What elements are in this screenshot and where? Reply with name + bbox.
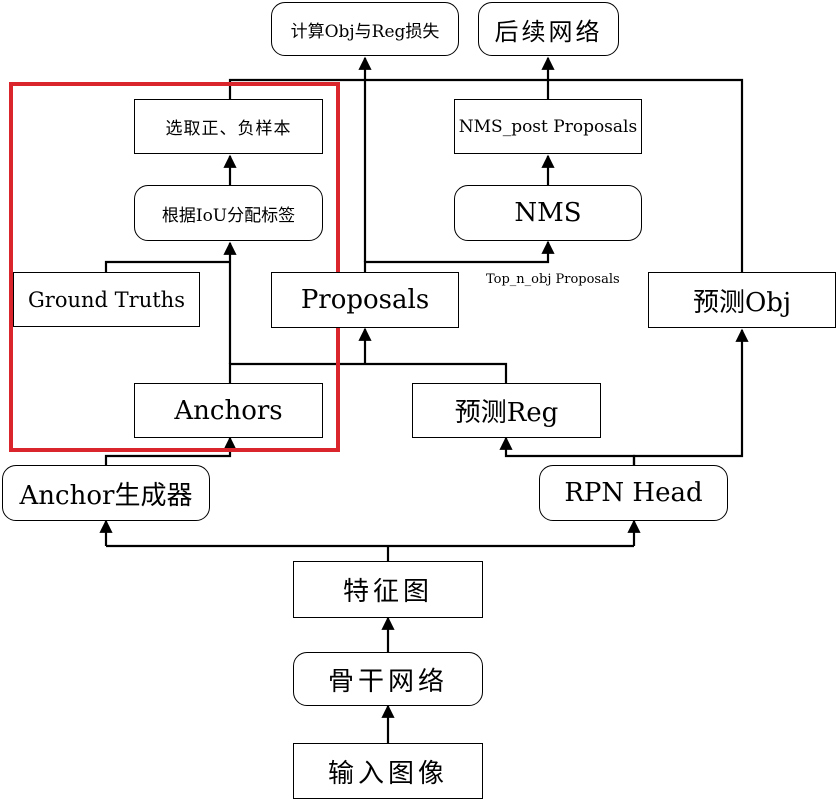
assign-labels-label: 根据IoU分配标签 [161,205,296,226]
nms-node: NMS [454,185,642,241]
next-network-node: 后续网络 [478,2,619,56]
next-network-label: 后续网络 [494,17,603,46]
pred-obj-label: 预测Obj [692,287,792,318]
input-image-label: 输入图像 [327,758,448,789]
loss-node: 计算Obj与Reg损失 [271,2,459,56]
select-samples-node: 选取正、负样本 [134,99,323,154]
nms-post-label: NMS_post Proposals [458,116,638,137]
feature-map-label: 特征图 [342,577,433,607]
anchor-generator-label: Anchor生成器 [19,480,193,511]
top-n-label: Top_n_obj Proposals [486,272,620,287]
backbone-node: 骨干网络 [293,652,483,706]
proposals-node: Proposals [271,272,459,328]
ground-truths-label: Ground Truths [28,287,185,312]
input-image-node: 输入图像 [293,743,483,799]
edge-rpn-predreg [499,436,636,465]
anchor-generator-node: Anchor生成器 [2,465,210,521]
loss-label: 计算Obj与Reg损失 [290,21,440,42]
pred-obj-node: 预测Obj [648,272,836,328]
feature-map-node: 特征图 [293,561,483,618]
edge-predobj-loss [228,78,744,272]
rpn-head-node: RPN Head [539,465,728,521]
pred-reg-node: 预测Reg [412,383,601,438]
edge-gt-assign [104,260,230,272]
edge-rpn-predobj [632,328,749,465]
backbone-label: 骨干网络 [327,666,448,697]
nms-label: NMS [514,198,582,228]
assign-labels-node: 根据IoU分配标签 [134,185,323,241]
anchors-label: Anchors [174,395,283,426]
edge-anchors-join [228,362,508,383]
anchors-node: Anchors [134,383,323,438]
rpn-head-label: RPN Head [564,478,703,508]
proposals-label: Proposals [300,285,430,315]
edge-proposals-nms [363,240,555,272]
ground-truths-node: Ground Truths [13,272,200,327]
edge-anchorgen-anchors [104,436,237,465]
anchor-highlight-box [9,82,340,452]
select-samples-label: 选取正、负样本 [165,119,292,139]
pred-reg-label: 预测Reg [454,398,559,428]
nms-post-node: NMS_post Proposals [454,99,642,154]
